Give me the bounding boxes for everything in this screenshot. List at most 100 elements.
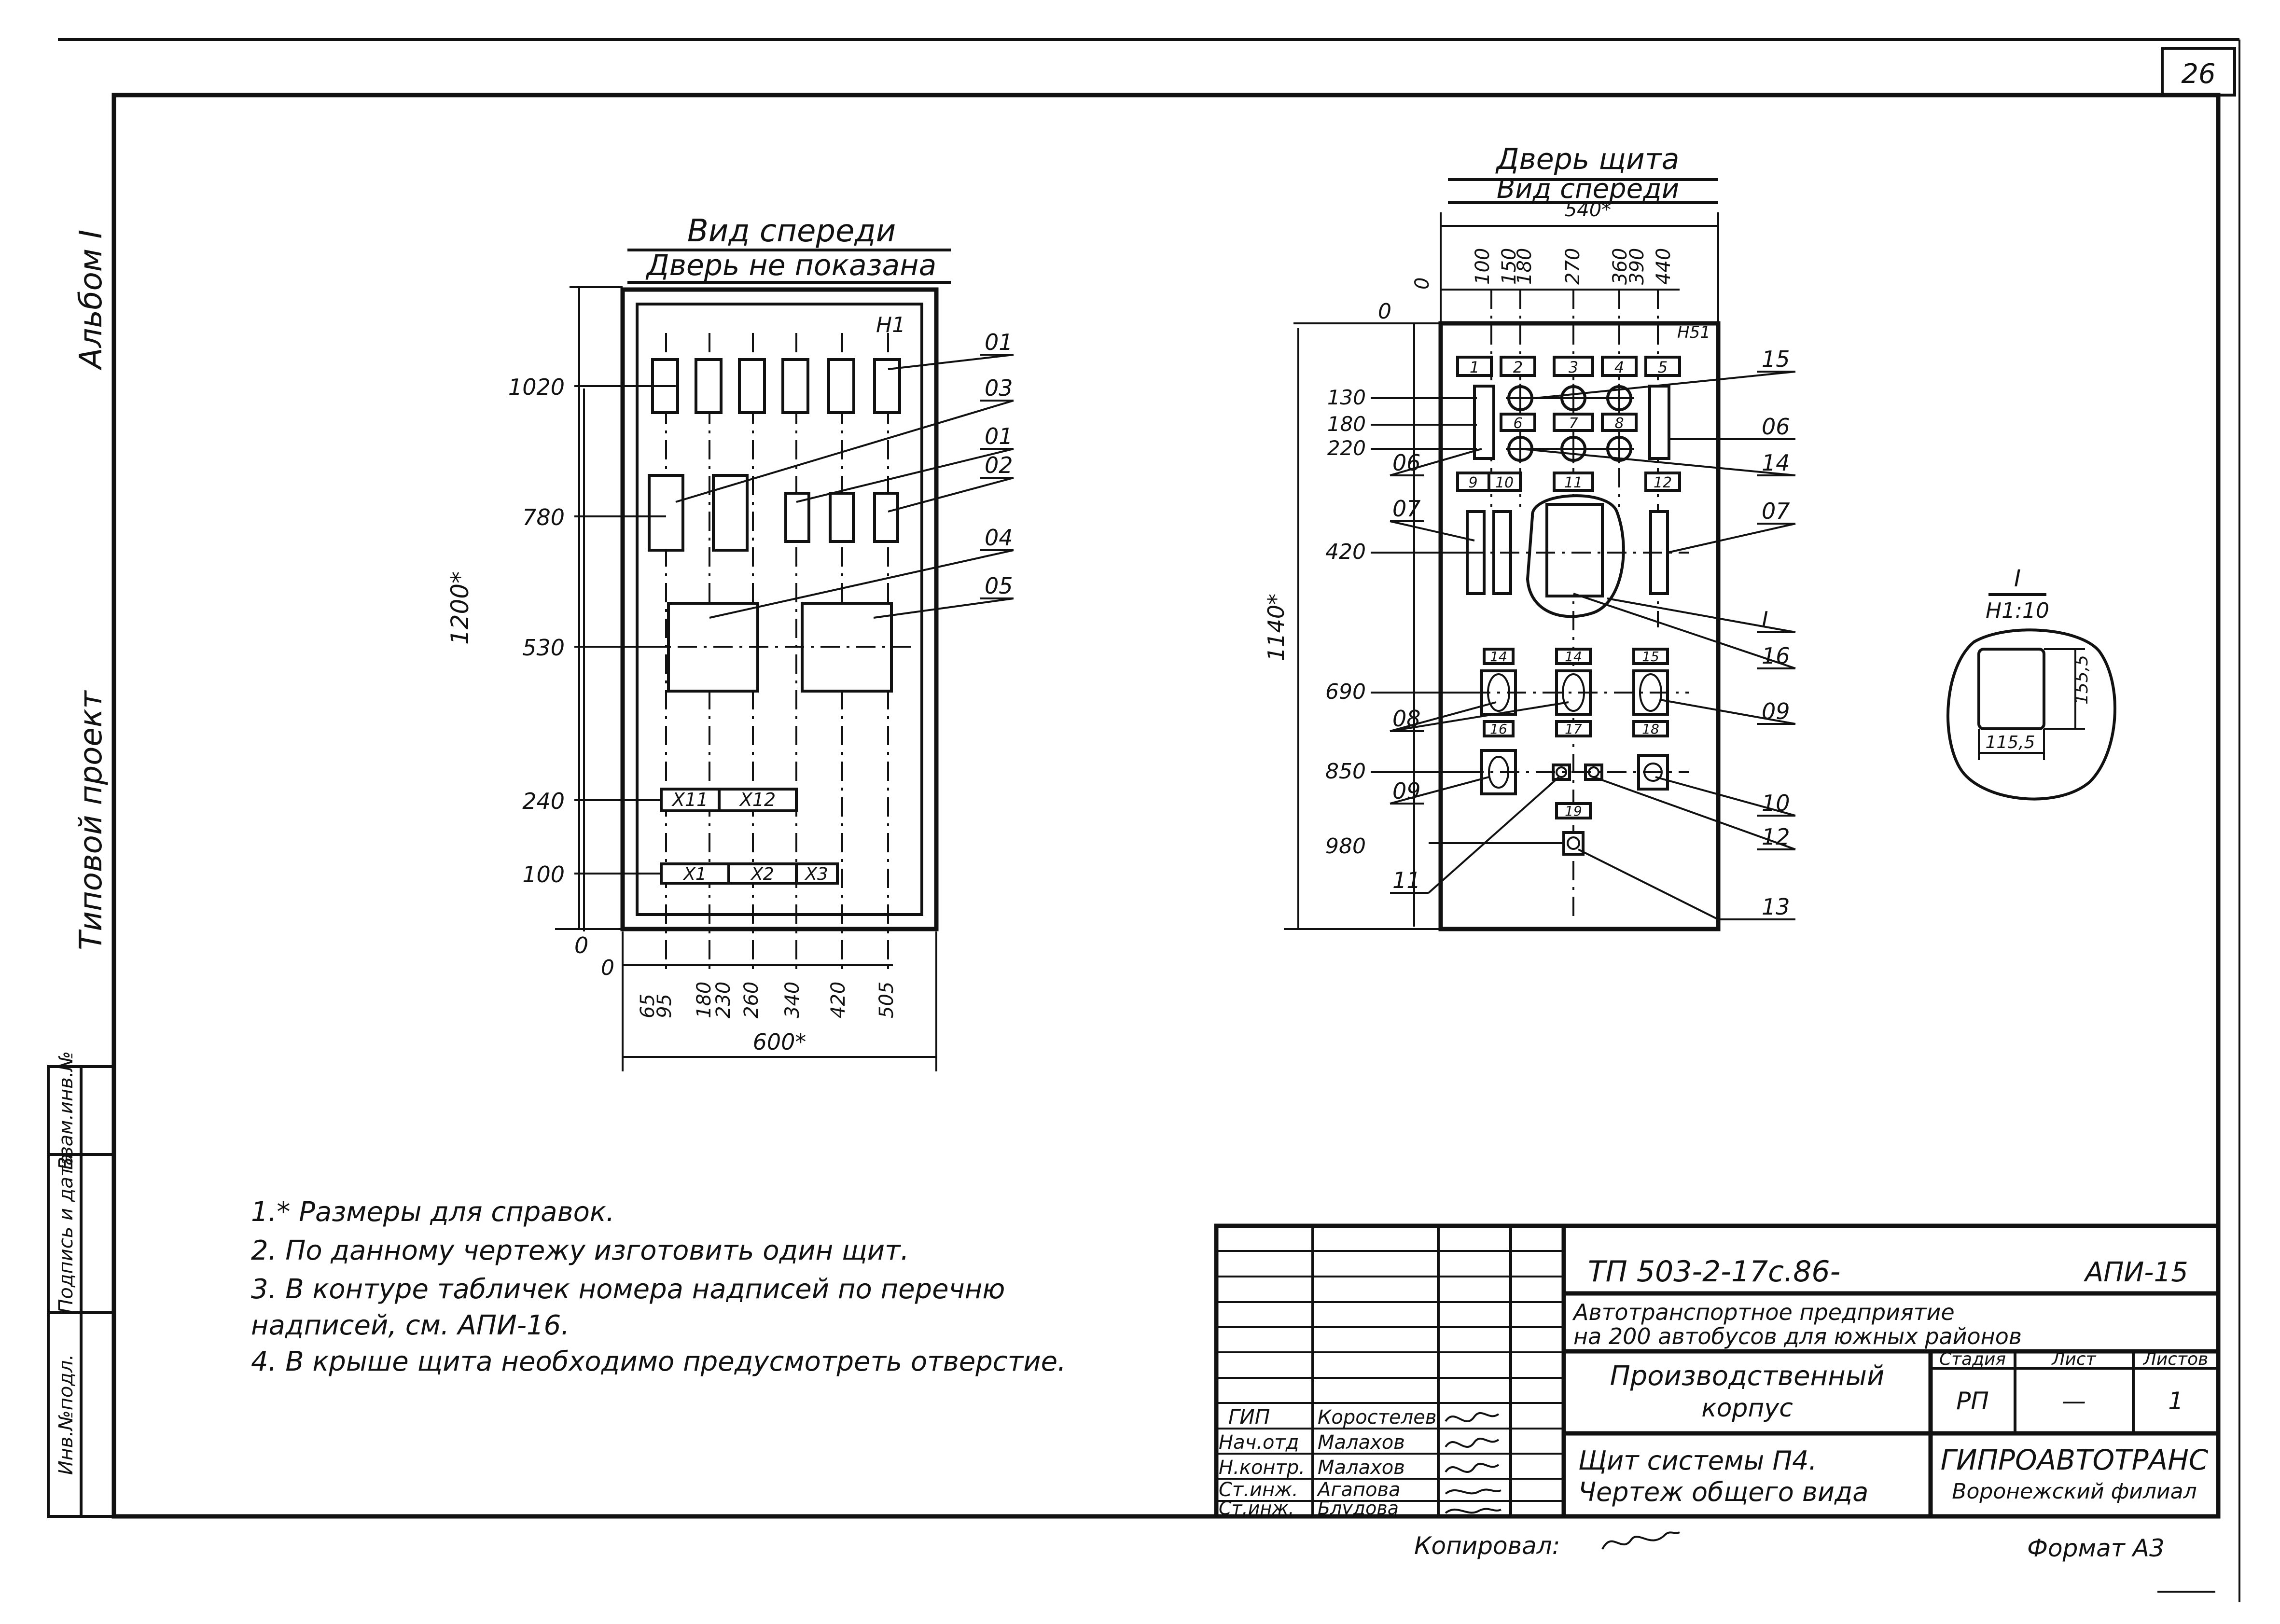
front-bottom-180: 180 — [693, 982, 715, 1018]
front-panel-mark: H1 — [876, 313, 905, 337]
front-view-subtitle: Дверь не показана — [645, 249, 937, 282]
plate-6: 6 — [1513, 415, 1522, 432]
leader-15: 15 — [1762, 346, 1790, 372]
terminal-x12: X12 — [739, 789, 776, 810]
front-bottom-340: 340 — [781, 982, 804, 1018]
device-row-1020 — [651, 358, 901, 414]
object-line-2: на 200 автобусов для южных районов — [1573, 1323, 2022, 1349]
drawing-frame — [111, 93, 2221, 1519]
note-4: 4. В крыше щита необходимо предусмотреть… — [251, 1346, 1066, 1377]
front-level-780: 780 — [522, 504, 565, 530]
plate-7: 7 — [1569, 415, 1578, 432]
door-level-130: 130 — [1327, 386, 1366, 409]
front-height-dim: 1200* — [446, 571, 474, 645]
leader-08: 08 — [1392, 706, 1421, 732]
front-leaders: 01 03 01 02 04 05 — [675, 329, 1014, 619]
sheet-value: — — [2062, 1387, 2086, 1415]
door-top-100: 100 — [1472, 248, 1494, 285]
plate-1: 1 — [1470, 358, 1479, 376]
door-view: Дверь щита Вид спереди 540* H51 0 100 15… — [1263, 142, 1796, 931]
format-label: Формат А3 — [2027, 1534, 2165, 1562]
leader-04: 04 — [985, 525, 1013, 551]
sheets-value: 1 — [2168, 1387, 2183, 1415]
building-line-2: корпус — [1701, 1394, 1793, 1423]
doc-code: ТП 503-2-17с.86- — [1588, 1255, 1840, 1289]
leader-10: 10 — [1762, 790, 1790, 816]
front-view-title: Вид спереди — [687, 213, 896, 249]
front-level-240: 240 — [522, 788, 565, 814]
leader-01-top: 01 — [985, 329, 1013, 355]
switch-06-right — [1648, 385, 1670, 460]
front-bottom-65: 65 — [637, 994, 659, 1018]
detail-outline — [1946, 628, 2116, 801]
plate-15: 15 — [1642, 649, 1659, 665]
detail-dim-height: 155,5 — [2072, 655, 2092, 705]
door-panel — [1438, 321, 1721, 931]
front-bottom-505: 505 — [876, 982, 898, 1018]
door-view-subtitle: Вид спереди — [1497, 173, 1679, 205]
head-sheet: Лист — [2051, 1349, 2096, 1369]
sheet-number-box — [2161, 47, 2236, 97]
org-line-1: ГИПРОАВТОТРАНС — [1941, 1444, 2209, 1476]
door-top-dims: 0 100 150 180 270 360 390 440 — [1411, 248, 1680, 291]
door-top-270: 270 — [1562, 248, 1584, 285]
terminal-x2: X2 — [750, 864, 774, 884]
front-level-100: 100 — [522, 861, 565, 888]
note-3-cont: надписей, см. АПИ-16. — [251, 1310, 570, 1341]
plate-3: 3 — [1569, 358, 1578, 376]
side-table-cell-2: Подпись и дата — [55, 1153, 77, 1313]
door-view-title: Дверь щита — [1495, 142, 1680, 176]
sig-name-1: Коростелев — [1318, 1406, 1436, 1429]
building-line-1: Производственный — [1610, 1360, 1885, 1392]
note-2: 2. По данному чертежу изготовить один щи… — [251, 1235, 909, 1266]
head-stage: Стадия — [1939, 1349, 2006, 1369]
leader-07-left: 07 — [1392, 496, 1421, 522]
leader-07-right: 07 — [1762, 498, 1790, 524]
object-line-1: Автотранспортное предприятие — [1572, 1299, 1955, 1325]
plate-2: 2 — [1513, 358, 1523, 376]
leader-16: 16 — [1762, 643, 1790, 669]
door-left-leaders: 06 07 08 09 11 — [1390, 448, 1569, 894]
plate-4: 4 — [1614, 358, 1624, 376]
detail-device — [1977, 648, 2045, 730]
signature-rows: ГИП Коростелев Нач.отд Малахов Н.контр. … — [1219, 1405, 1501, 1519]
signal-lamps — [1506, 384, 1634, 463]
front-level-1020: 1020 — [508, 374, 565, 400]
detail-scale: H1:10 — [1986, 598, 2049, 623]
plates-row-2: 6 7 8 — [1500, 413, 1638, 432]
switch-06-left — [1473, 385, 1495, 460]
front-panel-inner — [636, 303, 923, 916]
front-bottom-260: 260 — [740, 982, 763, 1018]
side-table-cell-3: Взам.инв.№ — [55, 1051, 77, 1170]
plate-18: 18 — [1642, 721, 1659, 737]
door-height-dim: 1140* — [1263, 594, 1289, 661]
door-top-0: 0 — [1411, 278, 1433, 290]
plates-row-3: 9 10 11 12 — [1456, 472, 1681, 492]
leader-12: 12 — [1762, 824, 1790, 850]
leader-06-left: 06 — [1392, 450, 1421, 476]
leader-14: 14 — [1762, 450, 1790, 476]
door-level-220: 220 — [1327, 436, 1366, 460]
plate-19-label: 19 — [1565, 803, 1582, 819]
device-16 — [1545, 503, 1604, 597]
drawing-line-1: Щит системы П4. — [1578, 1445, 1817, 1476]
terminal-x3: X3 — [804, 864, 828, 884]
plate-8: 8 — [1614, 415, 1624, 432]
plate-10: 10 — [1495, 474, 1514, 491]
terminal-x1: X1 — [682, 864, 707, 884]
album-label: Альбом I — [73, 230, 109, 371]
door-level-980: 980 — [1325, 834, 1366, 859]
plates-row-1: 1 2 3 4 5 — [1456, 356, 1681, 377]
plate-16: 16 — [1490, 721, 1507, 737]
drawing-line-2: Чертеж общего вида — [1578, 1477, 1868, 1507]
door-level-0: 0 — [1378, 299, 1391, 324]
door-top-440: 440 — [1653, 248, 1675, 285]
front-bottom-420: 420 — [827, 982, 849, 1018]
sheet-number: 26 — [2181, 58, 2215, 90]
front-bottom-230: 230 — [712, 982, 735, 1018]
leader-09-left: 09 — [1392, 778, 1421, 804]
door-panel-mark: H51 — [1677, 323, 1710, 342]
door-left-dims: 1140* 0 130 180 220 420 690 850 980 — [1263, 299, 1482, 930]
door-right-leaders: 15 06 14 07 I 16 09 10 12 1 — [1520, 346, 1796, 920]
plate-14-b: 14 — [1565, 649, 1582, 665]
